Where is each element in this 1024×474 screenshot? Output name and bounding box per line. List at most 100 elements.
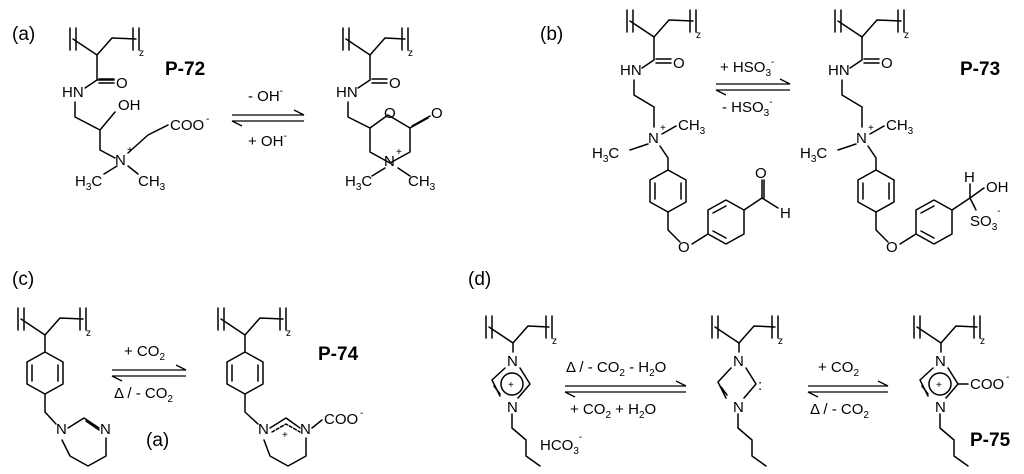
carbene-lone-pair: : xyxy=(758,377,762,394)
carboxylate-coo: COO xyxy=(970,376,1004,393)
panel-b-product: z HN O N + CH3 H3C O H OH SO3- xyxy=(800,9,1009,256)
amide-hn: HN xyxy=(828,62,850,79)
carbonyl-o: O xyxy=(389,75,401,92)
panel-c-equilibrium-arrow: + CO2 Δ / - CO2 xyxy=(111,343,187,405)
methyl-ch3: CH3 xyxy=(408,173,436,193)
panel-b-reverse-condition: - HSO3- xyxy=(722,97,773,119)
ring-charge: + xyxy=(508,380,514,391)
panel-d-step1-forward-condition: Δ / - CO2 - H2O xyxy=(566,359,666,379)
imidazolium-n1: N xyxy=(935,353,946,370)
repeat-z: z xyxy=(86,328,91,339)
panel-d-step1-equilibrium-arrow: Δ / - CO2 - H2O + CO2 + H2O xyxy=(564,359,687,421)
repeat-z: z xyxy=(904,30,909,41)
polymer-label-p73: P-73 xyxy=(960,59,1000,80)
ammonium-n: N xyxy=(115,152,126,169)
pyrimidinium-n3: N xyxy=(300,421,311,438)
methyl-ch3: CH3 xyxy=(678,117,706,137)
ether-o: O xyxy=(678,239,690,256)
ether-o: O xyxy=(886,239,898,256)
methyl-h3c: H3C xyxy=(800,145,827,165)
hydroxyl-oh: OH xyxy=(118,97,141,114)
panel-d-carbene: z N : N xyxy=(711,315,783,467)
panel-c-product: z N + N COO - xyxy=(217,307,363,467)
panel-b: (b) z HN O N + CH3 H3C O O H xyxy=(540,9,1009,256)
sulfonate-so3: SO3- xyxy=(970,206,1001,233)
ammonium-charge: + xyxy=(660,123,666,134)
polymer-label-p74: P-74 xyxy=(318,344,359,365)
lactone-o: O xyxy=(431,105,443,122)
panel-c-reverse-condition: Δ / - CO2 xyxy=(114,385,173,405)
panel-c-forward-condition: + CO2 xyxy=(124,343,165,363)
methyl-h3c: H3C xyxy=(75,173,102,193)
panel-b-equilibrium-arrow: + HSO3- - HSO3- xyxy=(715,57,791,119)
repeat-z: z xyxy=(696,30,701,41)
panel-a-reverse-condition: + OH- xyxy=(248,131,287,150)
aldehyde-h: H xyxy=(780,205,791,222)
carboxylate-charge: - xyxy=(1006,372,1009,383)
panel-d-label: (d) xyxy=(468,269,491,290)
carboxylate-coo: COO xyxy=(324,411,358,428)
repeat-z: z xyxy=(139,48,144,59)
panel-d-reactant: z N + N HCO3- xyxy=(485,315,582,467)
polymer-label-p72: P-72 xyxy=(165,59,205,80)
repeat-z: z xyxy=(286,328,291,339)
panel-d-product: z N + COO - N xyxy=(913,315,1009,467)
panel-d-step2-equilibrium-arrow: + CO2 Δ / - CO2 xyxy=(807,359,889,421)
ammonium-charge: + xyxy=(396,147,402,158)
bicarbonate-hco3: HCO3- xyxy=(540,432,582,457)
repeat-z: z xyxy=(552,336,557,347)
ring-charge: + xyxy=(936,380,942,391)
imidazolium-n3: N xyxy=(507,399,518,416)
hydroxy-h: H xyxy=(964,169,975,186)
panel-d-step1-reverse-condition: + CO2 + H2O xyxy=(570,401,656,421)
panel-a-forward-condition: - OH- xyxy=(248,86,283,105)
panel-a-product: z HN O O O N + H3C CH3 xyxy=(336,27,443,193)
repeat-z: z xyxy=(980,336,985,347)
imidazole-n1: N xyxy=(733,353,744,370)
panel-a-equilibrium-arrow: - OH- + OH- xyxy=(231,86,305,150)
amide-hn: HN xyxy=(62,84,84,101)
aldehyde-o: O xyxy=(755,165,767,182)
carboxylate-charge: - xyxy=(206,114,209,125)
repeat-z: z xyxy=(778,336,783,347)
carbonyl-o: O xyxy=(116,75,128,92)
carbonyl-o: O xyxy=(881,55,893,72)
pyrimidine-n3: N xyxy=(100,421,111,438)
methyl-h3c: H3C xyxy=(345,173,372,193)
ring-charge: + xyxy=(282,430,288,441)
ammonium-charge: + xyxy=(868,123,874,134)
imidazole-n3: N xyxy=(733,399,744,416)
ring-ammonium-n: N xyxy=(384,153,395,170)
polymer-label-p75: P-75 xyxy=(970,430,1011,451)
hydroxy-oh: OH xyxy=(986,179,1009,196)
panel-b-forward-condition: + HSO3- xyxy=(720,57,774,79)
methyl-ch3: CH3 xyxy=(138,173,166,193)
carboxylate-coo: COO xyxy=(170,117,204,134)
panel-c-reactant: z N N xyxy=(17,307,111,467)
methyl-ch3: CH3 xyxy=(886,117,914,137)
panel-c: (c) z N N + CO2 Δ / - CO2 (a) z xyxy=(12,269,363,467)
panel-b-label: (b) xyxy=(540,24,563,45)
panel-c-sublabel: (a) xyxy=(146,430,169,451)
amide-hn: HN xyxy=(620,62,642,79)
ammonium-n: N xyxy=(856,130,867,147)
imidazolium-n1: N xyxy=(507,353,518,370)
methyl-h3c: H3C xyxy=(592,145,619,165)
panel-d: (d) z N + N HCO3- Δ / - CO2 - H2O + CO2 … xyxy=(468,269,1011,467)
ammonium-n: N xyxy=(648,130,659,147)
repeat-z: z xyxy=(408,48,413,59)
carboxylate-charge: - xyxy=(360,408,363,419)
panel-a-reactant: z HN O OH N + COO - H3C CH3 xyxy=(62,27,209,193)
pyrimidinium-n1: N xyxy=(258,421,269,438)
imidazolium-n3: N xyxy=(935,399,946,416)
carbonyl-o: O xyxy=(673,55,685,72)
pyrimidine-n1: N xyxy=(56,421,67,438)
panel-a: (a) z HN O OH N + COO - H3C CH3 P-72 - xyxy=(12,24,443,193)
panel-c-label: (c) xyxy=(12,269,34,290)
panel-d-step2-forward-condition: + CO2 xyxy=(818,359,859,379)
ring-o: O xyxy=(384,105,396,122)
panel-a-label: (a) xyxy=(12,24,35,45)
panel-d-step2-reverse-condition: Δ / - CO2 xyxy=(810,401,869,421)
amide-hn: HN xyxy=(336,84,358,101)
